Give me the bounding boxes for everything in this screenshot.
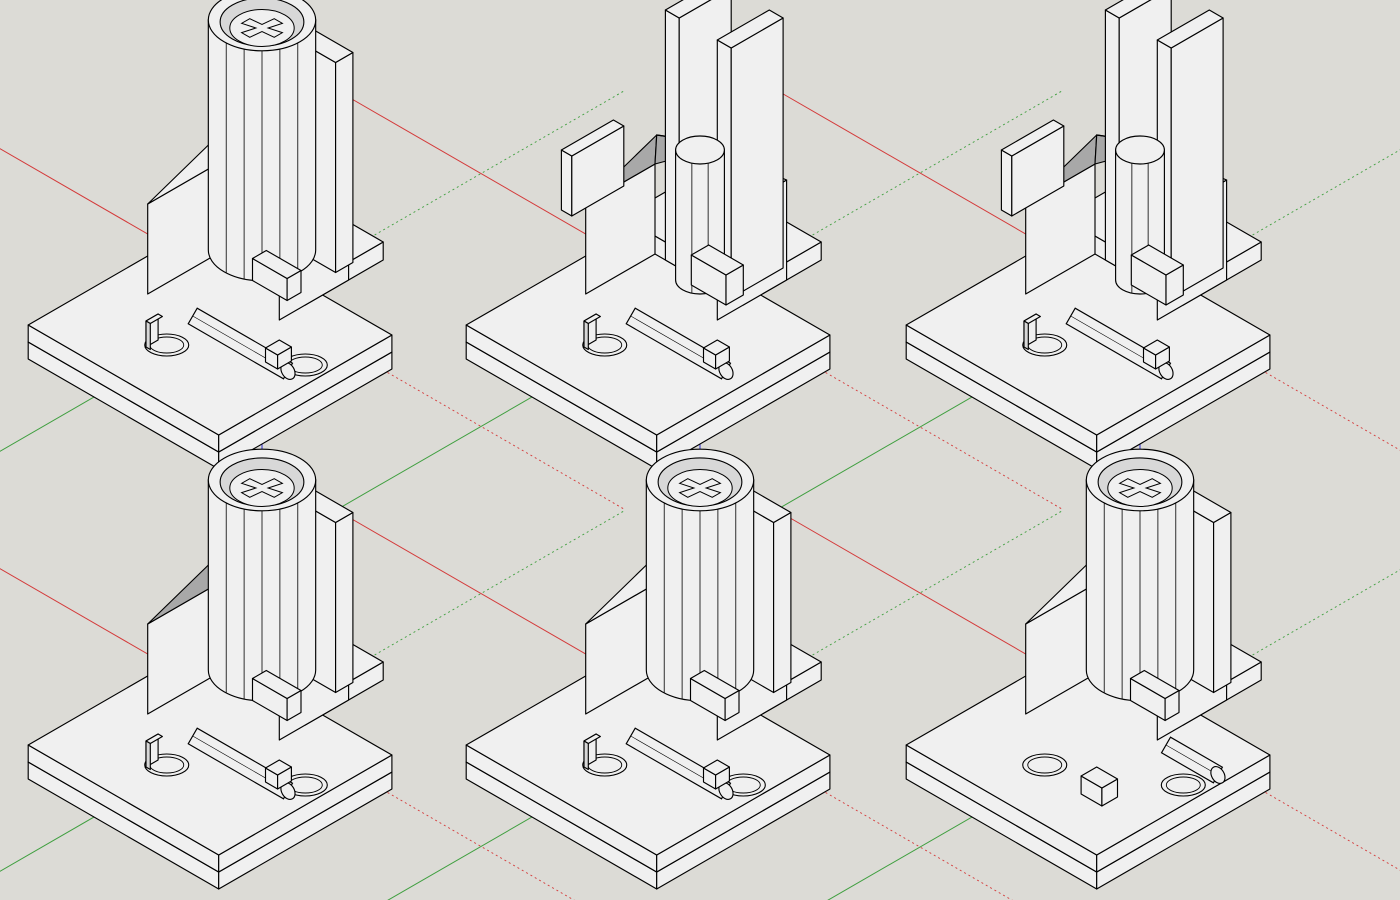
cross-shape (1118, 478, 1162, 498)
base-upper-slab-top-face (905, 644, 1271, 856)
latch-front (583, 313, 601, 351)
cross-shape (240, 478, 284, 498)
cross-socket-icon (1118, 478, 1162, 498)
horizontal-pin (1160, 736, 1226, 784)
column-lug-top-face (251, 669, 302, 700)
socket-cylinder (1085, 448, 1195, 702)
base-slot-right (1160, 773, 1206, 797)
latch-block-right-top-face (264, 759, 292, 776)
column-wall-back-side-face (335, 51, 354, 274)
section-wall-right (716, 9, 784, 299)
column-lug-top-face (689, 669, 740, 700)
socket-cylinder (207, 448, 317, 702)
v-clip-top-face (560, 119, 625, 157)
latch-block-right-top-face (264, 339, 292, 356)
section-lug (1130, 244, 1184, 306)
latch-block-right-top-face (1142, 339, 1170, 356)
v-clip-front-face (560, 149, 573, 217)
latch-front (1023, 313, 1041, 351)
cross-section-model-6 (905, 448, 1271, 890)
column-lug (689, 669, 740, 722)
column-lug (251, 249, 302, 302)
column-lug-top-face (1129, 669, 1180, 700)
section-lug-top-face (1130, 244, 1184, 276)
section-wall-right-top-face (1156, 9, 1224, 49)
v-clip (1000, 119, 1065, 217)
section-wall-left-top-face (664, 0, 712, 19)
latch-block-right (264, 339, 292, 370)
section-wall-right-top-face (716, 9, 784, 49)
cross-socket-icon (240, 478, 284, 498)
column-lug (1129, 669, 1180, 722)
latch-front-edge (583, 740, 589, 771)
section-wall-right-side-face (1170, 17, 1224, 299)
socket-cylinder (645, 448, 755, 702)
base-slot-front-inner (1027, 756, 1063, 774)
latch-block-top-face (1080, 766, 1119, 789)
cross-shape (678, 478, 722, 498)
v-clip-top-face (1000, 119, 1065, 157)
latch-front-edge (583, 320, 589, 351)
horizontal-pin-end (1210, 766, 1226, 784)
latch-block-right-top-face (702, 759, 730, 776)
column-lug-top-face (251, 249, 302, 280)
cross-section-model-5 (465, 448, 831, 890)
inner-pin-top (675, 135, 725, 165)
latch-block (1080, 766, 1119, 807)
cross-section-model-3 (905, 0, 1271, 470)
base-slot-right-inner (1165, 776, 1201, 794)
latch-block-right (264, 759, 292, 790)
column-lug (251, 669, 302, 722)
section-wall-right-side-face (730, 17, 784, 299)
latch-front (583, 733, 601, 771)
socket-cylinder (207, 0, 317, 282)
column-wall-back-side-face (335, 511, 354, 694)
v-clip-front-face (1000, 149, 1013, 217)
v-clip (560, 119, 625, 217)
models-layer (27, 0, 1271, 890)
cross-section-model-2 (465, 0, 831, 470)
cross-section-model-4 (27, 448, 393, 890)
latch-block-right (1142, 339, 1170, 370)
latch-block-right-top-face (702, 339, 730, 356)
base-upper-slab (905, 644, 1271, 873)
latch-front (145, 313, 163, 351)
cross-socket-icon (240, 18, 284, 38)
cross-socket-icon (678, 478, 722, 498)
horizontal-pin-highlight (1165, 744, 1219, 776)
section-wall-left-top-face (1104, 0, 1152, 19)
latch-front-edge (145, 320, 151, 351)
section-lug (690, 244, 744, 306)
latch-front (145, 733, 163, 771)
section-lug-top-face (690, 244, 744, 276)
column-wall-back-side-face (773, 511, 792, 694)
cross-shape (240, 18, 284, 38)
latch-front-edge (1023, 320, 1029, 351)
section-wall-right (1156, 9, 1224, 299)
latch-block-right (702, 759, 730, 790)
base-slot-front (1022, 753, 1068, 777)
latch-front-edge (145, 740, 151, 771)
inner-pin-top (1115, 135, 1165, 165)
cross-section-model-1 (27, 0, 393, 470)
column-wall-back-side-face (1213, 511, 1232, 694)
latch-block-right (702, 339, 730, 370)
